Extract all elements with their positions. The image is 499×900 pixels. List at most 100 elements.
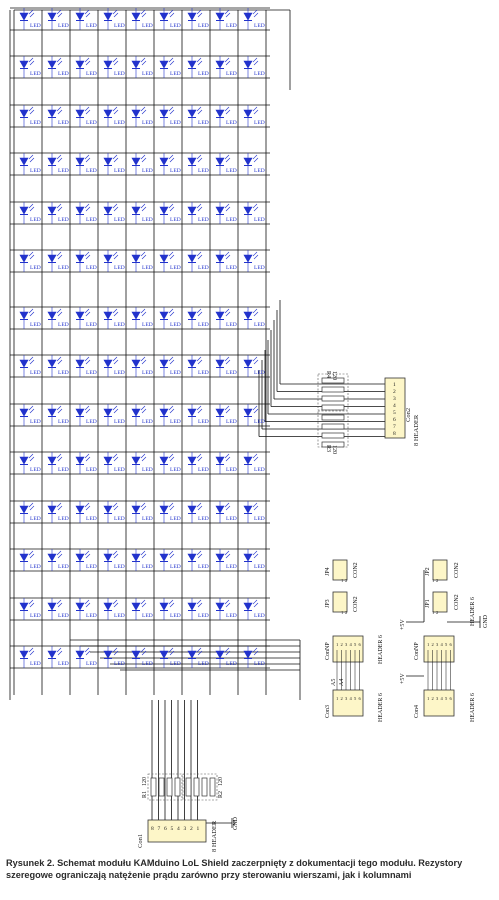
header-pin-number: 2 bbox=[341, 642, 343, 647]
jp3-body bbox=[332, 591, 348, 613]
led-emission-arrow bbox=[141, 456, 147, 462]
led: LED bbox=[187, 8, 209, 30]
led-label: LED bbox=[142, 23, 153, 29]
led: LED bbox=[243, 56, 265, 78]
led-label: LED bbox=[142, 217, 153, 223]
jp2-con-label: CON2 bbox=[454, 562, 460, 578]
led-emission-arrow bbox=[85, 553, 91, 559]
jumper-pin-number: 2 bbox=[436, 610, 438, 615]
header6-right-bottom-label: HEADER 6 bbox=[470, 693, 476, 722]
led-emission-arrow bbox=[112, 647, 118, 653]
led: LED bbox=[243, 549, 265, 571]
led-label: LED bbox=[226, 370, 237, 376]
led-emission-arrow bbox=[28, 550, 34, 556]
led-emission-arrow bbox=[56, 647, 62, 653]
jumper-pin-number: 1 bbox=[341, 578, 343, 583]
led: LED bbox=[131, 307, 153, 329]
header-pin-number: 3 bbox=[436, 696, 439, 701]
led-emission-arrow bbox=[140, 550, 146, 556]
resistor-r3-label: R3 bbox=[325, 445, 331, 452]
led-emission-arrow bbox=[197, 109, 203, 115]
led-emission-arrow bbox=[253, 109, 259, 115]
led: LED bbox=[159, 250, 181, 272]
led-emission-arrow bbox=[56, 405, 62, 411]
led-emission-arrow bbox=[29, 505, 35, 511]
led-emission-arrow bbox=[84, 356, 90, 362]
led-emission-arrow bbox=[29, 109, 35, 115]
led-label: LED bbox=[114, 265, 125, 271]
led: LED bbox=[75, 8, 97, 30]
led: LED bbox=[131, 56, 153, 78]
led-emission-arrow bbox=[196, 453, 202, 459]
led: LED bbox=[19, 202, 41, 224]
led: LED bbox=[103, 452, 125, 474]
header-pin-number: 4 bbox=[441, 642, 444, 647]
led-label: LED bbox=[254, 564, 265, 570]
led-label: LED bbox=[30, 23, 41, 29]
led-label: LED bbox=[58, 168, 69, 174]
led-label: LED bbox=[86, 613, 97, 619]
led-label: LED bbox=[226, 120, 237, 126]
resistor-r4-label: R4 bbox=[325, 371, 331, 378]
led-emission-arrow bbox=[113, 254, 119, 260]
led-emission-arrow bbox=[252, 502, 258, 508]
led-emission-arrow bbox=[57, 60, 63, 66]
led-matrix: LED LED LED LED LED LED LED LED LED LED LED LED LED L… bbox=[19, 8, 265, 668]
led: LED bbox=[131, 202, 153, 224]
led-emission-arrow bbox=[141, 553, 147, 559]
led: LED bbox=[159, 598, 181, 620]
led-emission-arrow bbox=[56, 9, 62, 15]
led: LED bbox=[103, 56, 125, 78]
led-emission-arrow bbox=[56, 57, 62, 63]
con1-pin-number: 3 bbox=[184, 826, 187, 832]
led: LED bbox=[103, 355, 125, 377]
led-label: LED bbox=[198, 322, 209, 328]
led-emission-arrow bbox=[28, 356, 34, 362]
led-emission-arrow bbox=[113, 650, 119, 656]
led-emission-arrow bbox=[29, 206, 35, 212]
con2-type: 8 HEADER bbox=[413, 414, 420, 446]
led-emission-arrow bbox=[56, 203, 62, 209]
led: LED bbox=[103, 250, 125, 272]
led-emission-arrow bbox=[140, 502, 146, 508]
led-label: LED bbox=[30, 613, 41, 619]
led-emission-arrow bbox=[140, 356, 146, 362]
led-emission-arrow bbox=[113, 408, 119, 414]
con2-pin-number: 7 bbox=[393, 424, 396, 430]
con1-pin-number: 4 bbox=[177, 826, 180, 832]
con2-pin-number: 5 bbox=[393, 410, 396, 416]
led-emission-arrow bbox=[225, 359, 231, 365]
led-label: LED bbox=[114, 322, 125, 328]
con1-pin-number: 1 bbox=[197, 826, 200, 832]
led-emission-arrow bbox=[29, 359, 35, 365]
led-emission-arrow bbox=[168, 9, 174, 15]
resistor-network-bottom bbox=[147, 773, 218, 801]
led-emission-arrow bbox=[169, 254, 175, 260]
led-emission-arrow bbox=[28, 599, 34, 605]
led: LED bbox=[131, 8, 153, 30]
led-emission-arrow bbox=[197, 60, 203, 66]
led-emission-arrow bbox=[112, 251, 118, 257]
led-emission-arrow bbox=[112, 550, 118, 556]
led-emission-arrow bbox=[168, 106, 174, 112]
led-label: LED bbox=[58, 322, 69, 328]
led-emission-arrow bbox=[112, 308, 118, 314]
led: LED bbox=[159, 355, 181, 377]
led: LED bbox=[75, 404, 97, 426]
led: LED bbox=[187, 646, 209, 668]
led: LED bbox=[75, 250, 97, 272]
led-emission-arrow bbox=[225, 408, 231, 414]
led: LED bbox=[19, 8, 41, 30]
led: LED bbox=[215, 250, 237, 272]
led-emission-arrow bbox=[252, 550, 258, 556]
led-emission-arrow bbox=[197, 157, 203, 163]
led-label: LED bbox=[58, 23, 69, 29]
wires bbox=[9, 7, 481, 828]
resistor bbox=[158, 777, 165, 797]
led-emission-arrow bbox=[84, 453, 90, 459]
led-emission-arrow bbox=[168, 57, 174, 63]
led-emission-arrow bbox=[28, 405, 34, 411]
led-label: LED bbox=[86, 419, 97, 425]
led-label: LED bbox=[58, 419, 69, 425]
led-label: LED bbox=[226, 217, 237, 223]
